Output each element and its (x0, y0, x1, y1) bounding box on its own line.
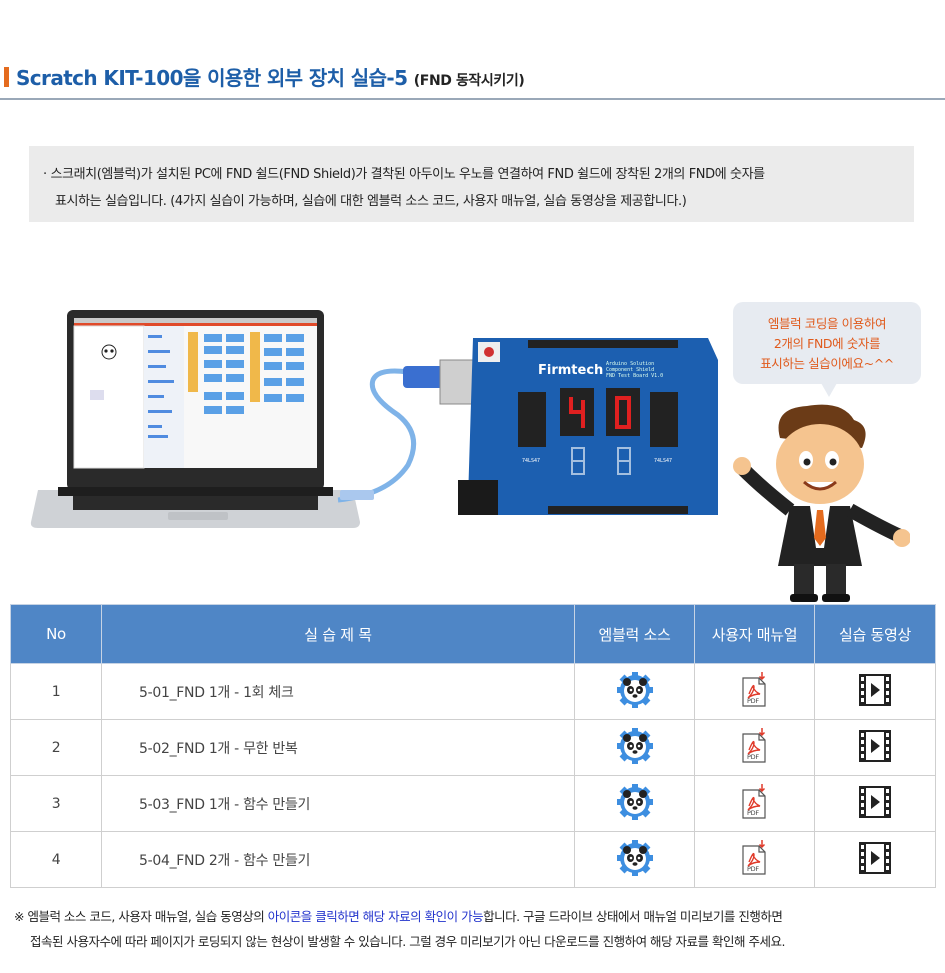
footnote-line-2: 접속된 사용자수에 따라 페이지가 로딩되지 않는 현상이 발생할 수 있습니다… (30, 934, 785, 949)
chip-label-right: 74LS47 (654, 458, 672, 464)
row-source-cell (574, 775, 695, 832)
title-accent-bar (4, 67, 9, 87)
bubble-line-1: 엠블럭 코딩을 이용하여 (767, 316, 887, 331)
pdf-manual-icon[interactable]: PDF (741, 727, 769, 768)
row-manual-cell: PDF (694, 719, 815, 776)
character-mascot (733, 404, 910, 602)
row-video-cell (814, 719, 936, 776)
col-header-manual: 사용자 매뉴얼 (694, 604, 815, 664)
intro-line-2: 표시하는 실습입니다. (4가지 실습이 가능하며, 실습에 대한 엠블럭 소스… (55, 194, 687, 209)
pdf-icon-label: PDF (747, 753, 759, 761)
board-line-1: Arduino Solution (606, 361, 654, 367)
row-source-cell (574, 831, 695, 888)
row-no: 4 (10, 831, 102, 888)
row-no: 1 (10, 663, 102, 720)
intro-line-1: · 스크래치(엠블럭)가 설치된 PC에 FND 쉴드(FND Shield)가… (43, 167, 765, 182)
board-brand: Firmtech (538, 363, 603, 378)
row-title: 5-04_FND 2개 - 함수 만들기 (101, 831, 575, 888)
row-source-cell (574, 663, 695, 720)
pdf-manual-icon[interactable]: PDF (741, 839, 769, 880)
table-header-row: No 실 습 제 목 엠블럭 소스 사용자 매뉴얼 실습 동영상 (10, 604, 936, 664)
row-no: 2 (10, 719, 102, 776)
intro-box: · 스크래치(엠블럭)가 설치된 PC에 FND 쉴드(FND Shield)가… (29, 146, 914, 222)
mblock-source-icon[interactable] (616, 839, 654, 881)
row-video-cell (814, 663, 936, 720)
board-line-3: FND Test Board V1.0 (606, 373, 663, 379)
board-line-2: Component Shield (606, 367, 654, 373)
row-video-cell (814, 775, 936, 832)
video-icon[interactable] (858, 841, 892, 879)
hardware-illustration: Firmtech Arduino Solution Component Shie… (30, 310, 718, 528)
arduino-fnd-shield: Firmtech Arduino Solution Component Shie… (458, 338, 718, 515)
pdf-icon-label: PDF (747, 697, 759, 705)
page-title: Scratch KIT-100을 이용한 외부 장치 실습-5 (FND 동작시… (16, 62, 525, 91)
video-icon[interactable] (858, 785, 892, 823)
pdf-icon-label: PDF (747, 865, 759, 873)
row-manual-cell: PDF (694, 775, 815, 832)
page-title-sub: (FND 동작시키기) (413, 73, 525, 89)
col-header-video: 실습 동영상 (814, 604, 936, 664)
footnote-part-2: 합니다. 구글 드라이브 상태에서 매뉴얼 미리보기를 진행하면 (483, 909, 783, 924)
footnote-highlight: 아이콘을 클릭하면 해당 자료의 확인이 가능 (267, 909, 484, 924)
video-icon[interactable] (858, 729, 892, 767)
row-manual-cell: PDF (694, 831, 815, 888)
speech-bubble: 엠블럭 코딩을 이용하여 2개의 FND에 숫자를 표시하는 실습이에요~^^ (733, 302, 921, 397)
usb-cable (337, 368, 417, 503)
bubble-line-2: 2개의 FND에 숫자를 (773, 336, 881, 351)
pdf-manual-icon[interactable]: PDF (741, 671, 769, 712)
bubble-line-3: 표시하는 실습이에요~^^ (760, 356, 894, 371)
row-no: 3 (10, 775, 102, 832)
row-source-cell (574, 719, 695, 776)
col-header-source: 엠블럭 소스 (574, 604, 695, 664)
row-title: 5-03_FND 1개 - 함수 만들기 (101, 775, 575, 832)
pdf-manual-icon[interactable]: PDF (741, 783, 769, 824)
footnote-line-1: ※ 엠블럭 소스 코드, 사용자 매뉴얼, 실습 동영상의 아이콘을 클릭하면 … (14, 906, 783, 925)
video-icon[interactable] (858, 673, 892, 711)
page-title-main: Scratch KIT-100을 이용한 외부 장치 실습-5 (16, 66, 408, 90)
row-title: 5-02_FND 1개 - 무한 반복 (101, 719, 575, 776)
row-video-cell (814, 831, 936, 888)
col-header-no: No (10, 604, 102, 664)
row-title: 5-01_FND 1개 - 1회 체크 (101, 663, 575, 720)
mblock-source-icon[interactable] (616, 727, 654, 769)
mblock-source-icon[interactable] (616, 671, 654, 713)
page-header: Scratch KIT-100을 이용한 외부 장치 실습-5 (FND 동작시… (0, 60, 945, 100)
row-manual-cell: PDF (694, 663, 815, 720)
chip-label-left: 74LS47 (522, 458, 540, 464)
col-header-title: 실 습 제 목 (101, 604, 575, 664)
pdf-icon-label: PDF (747, 809, 759, 817)
mblock-source-icon[interactable] (616, 783, 654, 825)
laptop-image (30, 310, 361, 528)
footnote-part-1: ※ 엠블럭 소스 코드, 사용자 매뉴얼, 실습 동영상의 (14, 909, 268, 924)
